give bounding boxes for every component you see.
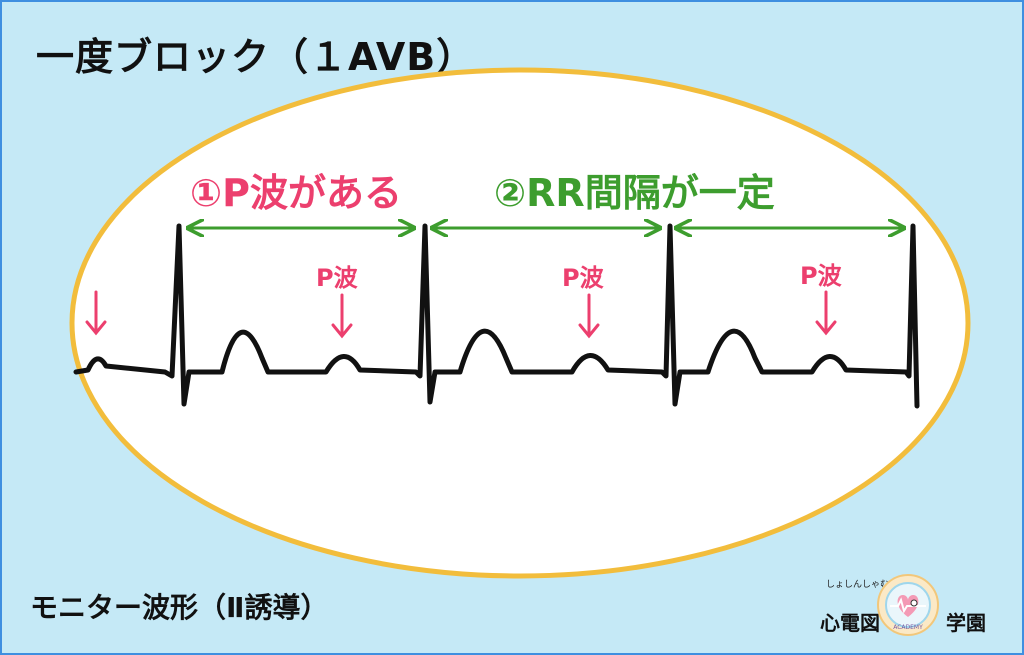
ecg-trace xyxy=(73,223,920,409)
p-wave-label-3: P波 xyxy=(800,262,842,290)
p-wave-arrow-2 xyxy=(578,293,600,339)
logo-ruby-text: しょしんしゃむけ xyxy=(826,580,899,590)
diagram-title: 一度ブロック（１AVB） xyxy=(36,35,476,79)
logo-text-right: 学園 xyxy=(946,611,986,635)
logo-text-left: 心電図 xyxy=(820,611,880,635)
criterion-p-wave-present: ①P波がある xyxy=(190,171,403,215)
p-wave-arrow-0 xyxy=(85,290,107,336)
academy-logo-icon: ACADEMY xyxy=(877,574,939,636)
p-wave-arrow-3 xyxy=(815,290,837,336)
p-wave-arrow-1 xyxy=(331,293,353,339)
logo-ring-text: ACADEMY xyxy=(893,624,923,631)
criterion-rr-constant: ②RR間隔が一定 xyxy=(494,171,775,215)
p-wave-label-1: P波 xyxy=(316,264,358,292)
monitor-lead-caption: モニター波形（Ⅱ誘導） xyxy=(30,591,329,624)
p-wave-label-2: P波 xyxy=(562,264,604,292)
highlight-ellipse xyxy=(69,67,971,579)
